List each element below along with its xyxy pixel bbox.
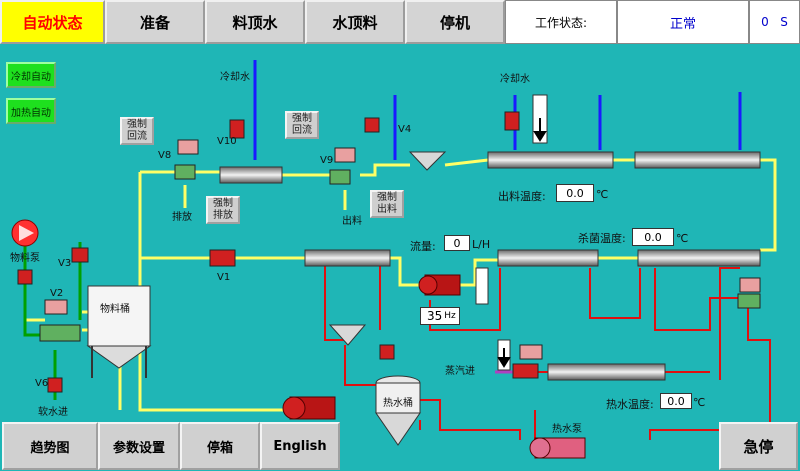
outlet-label: 出料 [342, 216, 362, 227]
counter-unit: S [780, 15, 788, 29]
pumps [282, 274, 586, 459]
cooling-auto-button[interactable]: 冷却自动 [6, 62, 56, 88]
trend-button[interactable]: 趋势图 [2, 422, 98, 470]
hot-water-temp-value: 0.0 [660, 393, 692, 409]
sterilize-temp-unit: ℃ [676, 232, 689, 245]
force-return-button-2[interactable]: 强制回流 [285, 111, 319, 139]
hot-water-temp-label: 热水温度: [606, 398, 654, 411]
emergency-stop-button[interactable]: 急停 [719, 422, 798, 470]
work-status-label: 工作状态: [534, 15, 588, 30]
force-outlet-button[interactable]: 强制出料 [370, 190, 404, 218]
material-tank-shape [86, 285, 152, 378]
separators [328, 151, 447, 346]
indicators [475, 94, 548, 371]
prepare-button[interactable]: 准备 [105, 0, 205, 44]
frequency-value: 35 [427, 309, 443, 323]
frequency-unit: Hz [444, 311, 456, 321]
v8-label: V8 [158, 150, 172, 161]
outlet-temp-unit: ℃ [596, 188, 609, 201]
work-status-value: 正常 [669, 16, 696, 32]
work-status-value-box: 正常 [617, 0, 749, 44]
hot-water-temp-unit: ℃ [693, 396, 706, 409]
flow-value: 0 [444, 235, 470, 251]
steam-in-label: 蒸汽进 [445, 366, 475, 377]
valves [17, 111, 761, 393]
v4-label: V4 [398, 124, 412, 135]
flow-unit: L/H [472, 238, 491, 251]
v1-label: V1 [217, 272, 231, 283]
v2-label: V2 [50, 288, 64, 299]
shutdown-button[interactable]: 停机 [405, 0, 505, 44]
sterilize-temp-value: 0.0 [632, 228, 674, 246]
material-tank-label: 物料桶 [100, 304, 130, 315]
hot-water-pump-label: 热水泵 [552, 424, 582, 435]
v3-label: V3 [58, 258, 72, 269]
hot-water-tank-shape [375, 375, 421, 446]
water-top-material-button[interactable]: 水顶料 [305, 0, 405, 44]
counter-box: 0 S [749, 0, 800, 44]
outlet-temp-value: 0.0 [556, 184, 594, 202]
flow-label: 流量: [410, 240, 436, 253]
params-button[interactable]: 参数设置 [98, 422, 180, 470]
auto-state-button[interactable]: 自动状态 [0, 0, 105, 44]
heating-auto-button[interactable]: 加热自动 [6, 98, 56, 124]
sterilize-temp-label: 杀菌温度: [578, 232, 626, 245]
stop-box-button[interactable]: 停箱 [180, 422, 260, 470]
counter-value: 0 [761, 15, 769, 29]
force-discharge-button[interactable]: 强制排放 [206, 196, 240, 224]
material-top-water-button[interactable]: 料顶水 [205, 0, 305, 44]
cooling-water-label-1: 冷却水 [220, 72, 250, 83]
hot-water-tank-label: 热水桶 [383, 398, 413, 409]
english-button[interactable]: English [260, 422, 340, 470]
heat-exchangers [219, 151, 761, 381]
outlet-temp-label: 出料温度: [498, 190, 546, 203]
cold-pipes [253, 60, 742, 160]
cooling-water-label-2: 冷却水 [500, 74, 530, 85]
v10-label: V10 [217, 136, 237, 147]
work-status-label-box: 工作状态: [505, 0, 617, 44]
v9-label: V9 [320, 155, 334, 166]
force-return-button-1[interactable]: 强制回流 [120, 117, 154, 145]
drain-label: 排放 [172, 212, 192, 223]
v6-label: V6 [35, 378, 49, 389]
soft-water-in-label: 软水进 [38, 407, 68, 418]
material-pump-label: 物料泵 [10, 253, 40, 264]
